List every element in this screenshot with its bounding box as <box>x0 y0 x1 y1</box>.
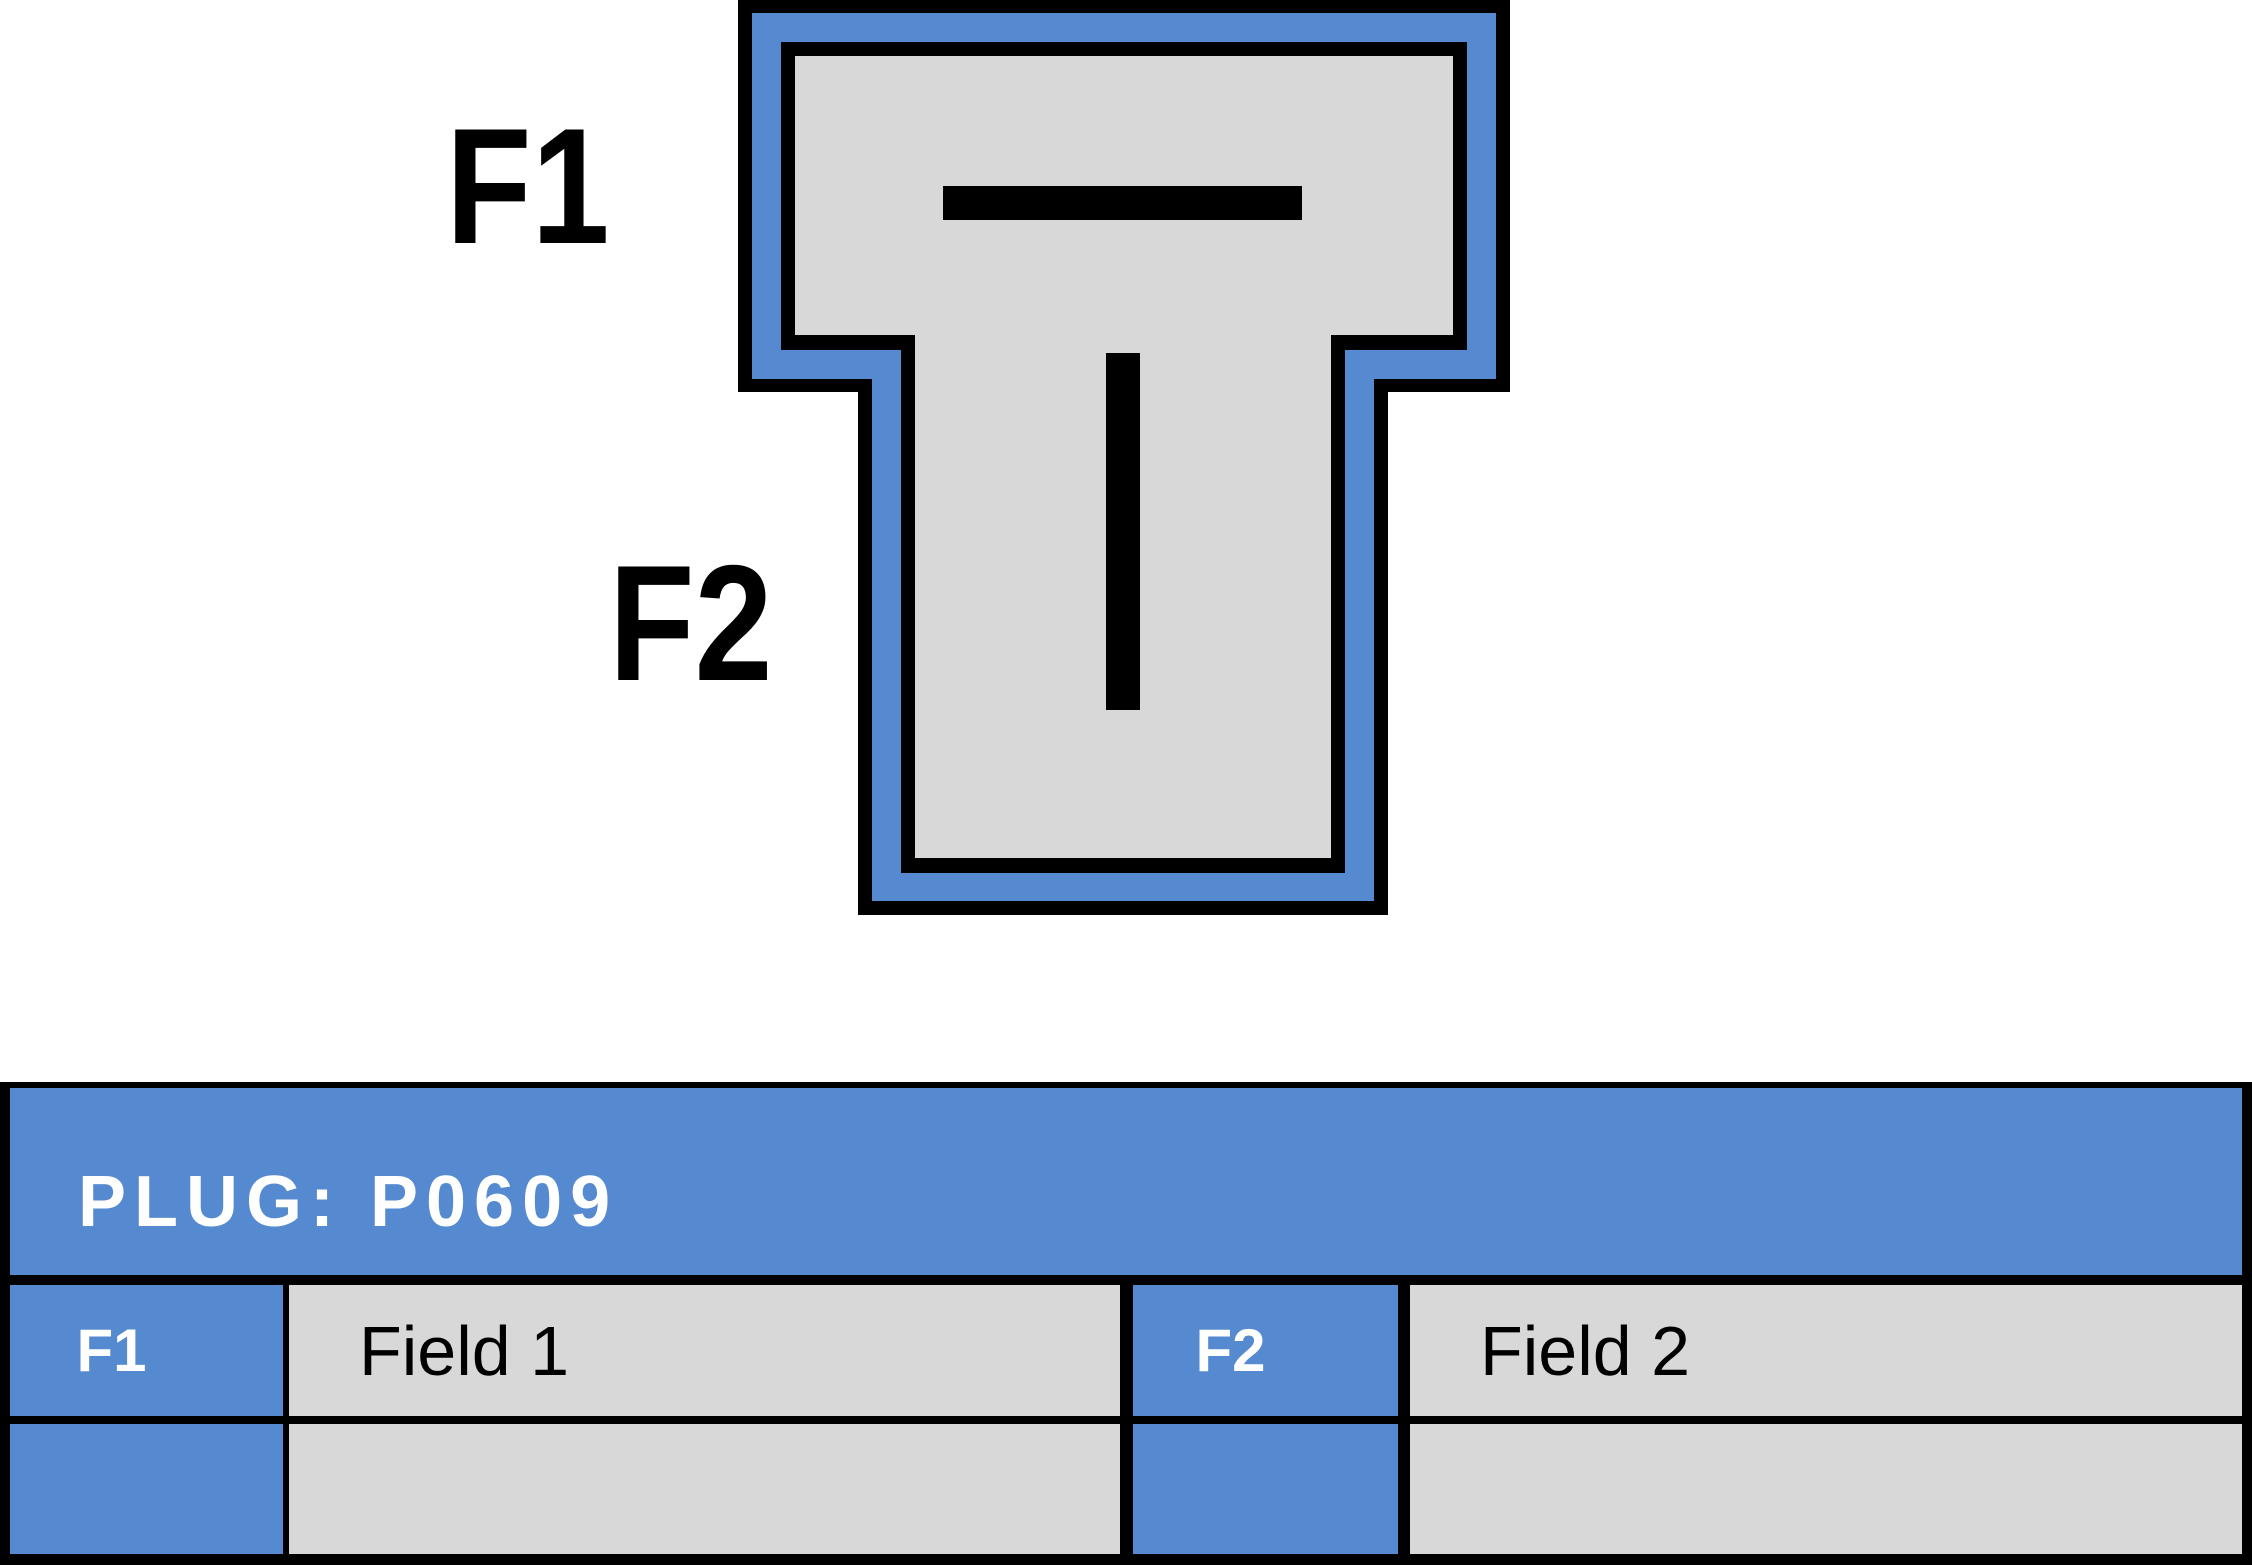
cell-pin-f2-label: F2 <box>1133 1285 1398 1416</box>
cell-pin-f2-empty <box>1133 1424 1398 1554</box>
terminal-f2-blade <box>1106 353 1140 710</box>
cell-name-f1-empty <box>289 1424 1120 1554</box>
cell-pin-f2-name: Field 2 <box>1410 1285 2242 1416</box>
pin-label-f2: F2 <box>609 531 773 715</box>
cell-pin-f1-empty <box>10 1424 283 1554</box>
pin-label-f1: F1 <box>446 94 610 278</box>
plug-table-header: PLUG: P0609 <box>10 1088 2242 1275</box>
cell-name-f2-empty <box>1410 1424 2242 1554</box>
cell-pin-f1-label: F1 <box>10 1285 283 1416</box>
terminal-f1-blade <box>943 186 1302 220</box>
cell-pin-f1-name: Field 1 <box>289 1285 1120 1416</box>
plug-table: PLUG: P0609 F1 Field 1 F2 Field 2 <box>0 1082 2252 1565</box>
plug-header-title: PLUG: P0609 <box>78 1161 619 1242</box>
